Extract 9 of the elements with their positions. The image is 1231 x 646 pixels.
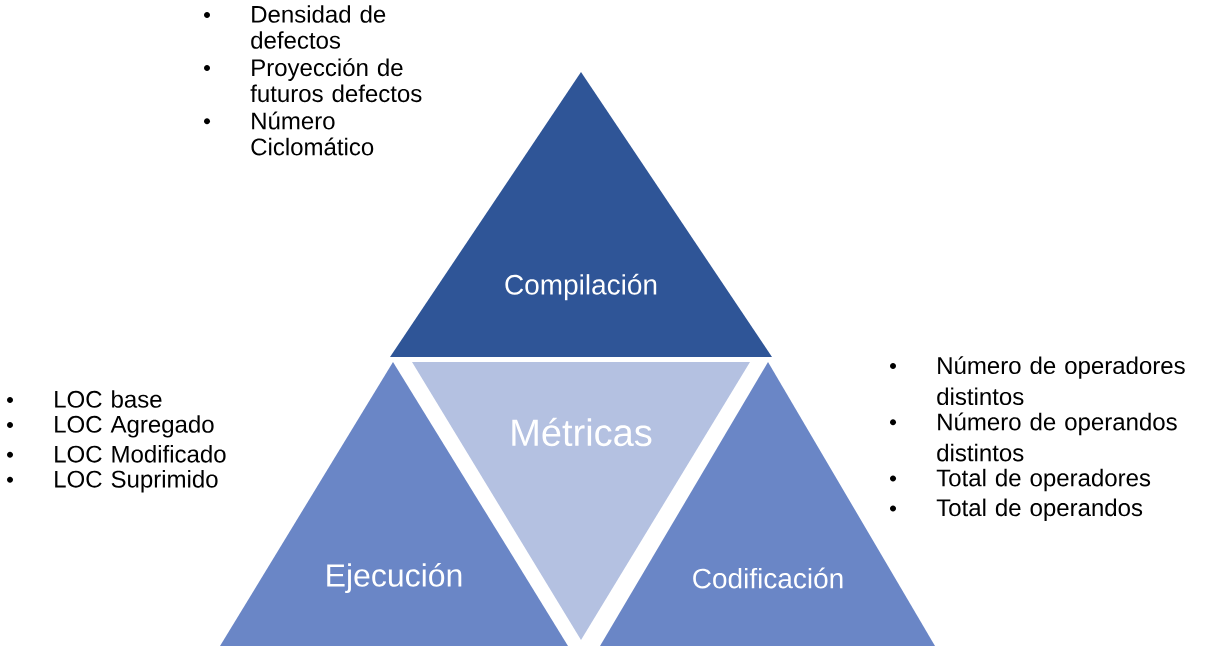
list-item: Número de operadores distintos	[937, 356, 1185, 406]
list-item: LOC base	[55, 390, 162, 408]
list-item: Total de operadores	[936, 468, 1151, 492]
list-item: Número de operandos distintos	[937, 412, 1177, 462]
list-item: LOC Suprimido	[55, 470, 218, 493]
list-item: Número Ciclomático	[251, 111, 374, 156]
list-item: Densidad de defectos	[251, 5, 386, 49]
list-item: LOC Agregado	[55, 415, 214, 438]
list-item: Total de operandos	[936, 498, 1143, 521]
